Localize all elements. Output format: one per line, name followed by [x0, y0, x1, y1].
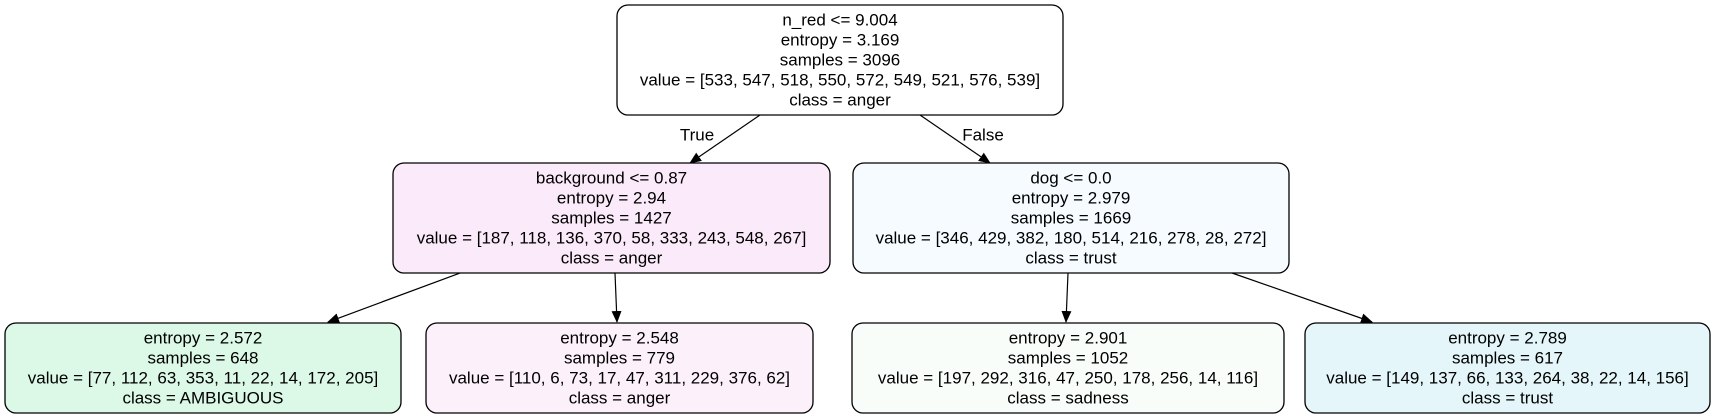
- node-text-line: value = [197, 292, 316, 47, 250, 178, 25…: [878, 368, 1258, 387]
- edges-layer: True False: [327, 114, 1373, 324]
- node-text-line: value = [187, 118, 136, 370, 58, 333, 24…: [417, 228, 807, 247]
- node-text-line: samples = 617: [1452, 348, 1563, 367]
- edge-left-to-left-left: [327, 272, 461, 323]
- node-text-line: entropy = 2.901: [1009, 328, 1128, 347]
- edge-root-to-left: True: [680, 114, 761, 164]
- node-text-line: class = trust: [1462, 388, 1553, 407]
- node-text-line: entropy = 2.789: [1448, 328, 1567, 347]
- node-box: [851, 322, 1285, 414]
- node-text-line: dog <= 0.0: [1030, 168, 1111, 187]
- edge-arrow: [611, 272, 622, 323]
- edge-root-to-right: False: [919, 114, 1004, 164]
- node-box: [616, 4, 1064, 116]
- node-text-line: entropy = 3.169: [781, 30, 900, 49]
- edge-arrow: [327, 272, 461, 323]
- edge-label-false: False: [962, 125, 1004, 144]
- node-text-line: class = anger: [789, 90, 891, 109]
- edge-right-to-right-right: [1231, 272, 1373, 324]
- node-text-line: n_red <= 9.004: [782, 10, 897, 29]
- edge-arrow: [689, 114, 761, 164]
- edge-arrow: [919, 114, 991, 164]
- node-text-line: value = [533, 547, 518, 550, 572, 549, 5…: [640, 70, 1040, 89]
- edge-left-to-left-right: [611, 272, 622, 323]
- node-box: [1304, 322, 1711, 414]
- edge-arrow: [1231, 272, 1373, 324]
- node-text-line: entropy = 2.94: [557, 188, 666, 207]
- node-text-line: samples = 779: [564, 348, 675, 367]
- node-text-line: value = [77, 112, 63, 353, 11, 22, 14, 1…: [28, 368, 379, 387]
- node-box: [392, 162, 831, 274]
- node-text-line: class = anger: [561, 248, 663, 267]
- node-text-line: background <= 0.87: [536, 168, 687, 187]
- node-text-line: samples = 1052: [1008, 348, 1129, 367]
- node-box: [425, 322, 814, 414]
- node-text-line: samples = 648: [147, 348, 258, 367]
- edge-label-true: True: [680, 125, 714, 144]
- edge-arrow: [1061, 272, 1072, 323]
- node-text-line: value = [346, 429, 382, 180, 514, 216, 2…: [876, 228, 1267, 247]
- node-text-line: samples = 1427: [551, 208, 672, 227]
- node-text-line: samples = 1669: [1011, 208, 1132, 227]
- node-text-line: class = trust: [1025, 248, 1116, 267]
- edge-right-to-right-left: [1061, 272, 1072, 323]
- node-text-line: class = sadness: [1007, 388, 1128, 407]
- node-box: [852, 162, 1290, 274]
- node-text-line: entropy = 2.572: [144, 328, 263, 347]
- node-text-line: value = [149, 137, 66, 133, 264, 38, 22,…: [1326, 368, 1689, 387]
- node-text-line: samples = 3096: [780, 50, 901, 69]
- node-box: [4, 322, 402, 414]
- node-text-line: entropy = 2.979: [1012, 188, 1131, 207]
- node-text-line: class = anger: [569, 388, 671, 407]
- node-text-line: entropy = 2.548: [560, 328, 679, 347]
- node-text-line: value = [110, 6, 73, 17, 47, 311, 229, 3…: [449, 368, 790, 387]
- node-text-line: class = AMBIGUOUS: [122, 388, 283, 407]
